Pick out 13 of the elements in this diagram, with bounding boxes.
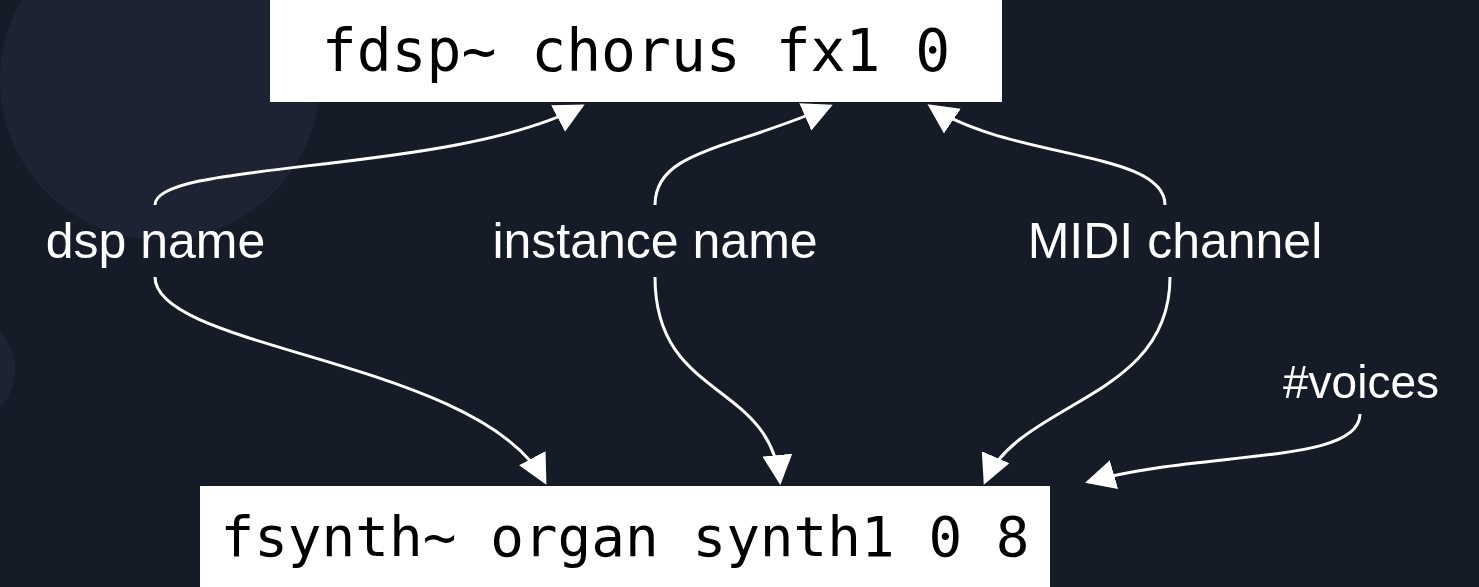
annotation-label: MIDI channel — [975, 205, 1375, 277]
annotation-label: instance name — [445, 205, 865, 277]
arrow — [983, 276, 1172, 485]
arrow — [153, 102, 585, 206]
arrow — [653, 276, 790, 485]
arrow — [653, 102, 833, 206]
arrow — [1085, 413, 1362, 491]
annotation-label: #voices — [1248, 350, 1474, 414]
code-box: fsynth~ organ synth1 0 8 — [200, 486, 1050, 587]
code-box: fdsp~ chorus fx1 0 — [270, 0, 1002, 102]
arrow — [927, 104, 1167, 206]
arrow — [153, 276, 547, 485]
annotation-label: dsp name — [8, 205, 303, 277]
